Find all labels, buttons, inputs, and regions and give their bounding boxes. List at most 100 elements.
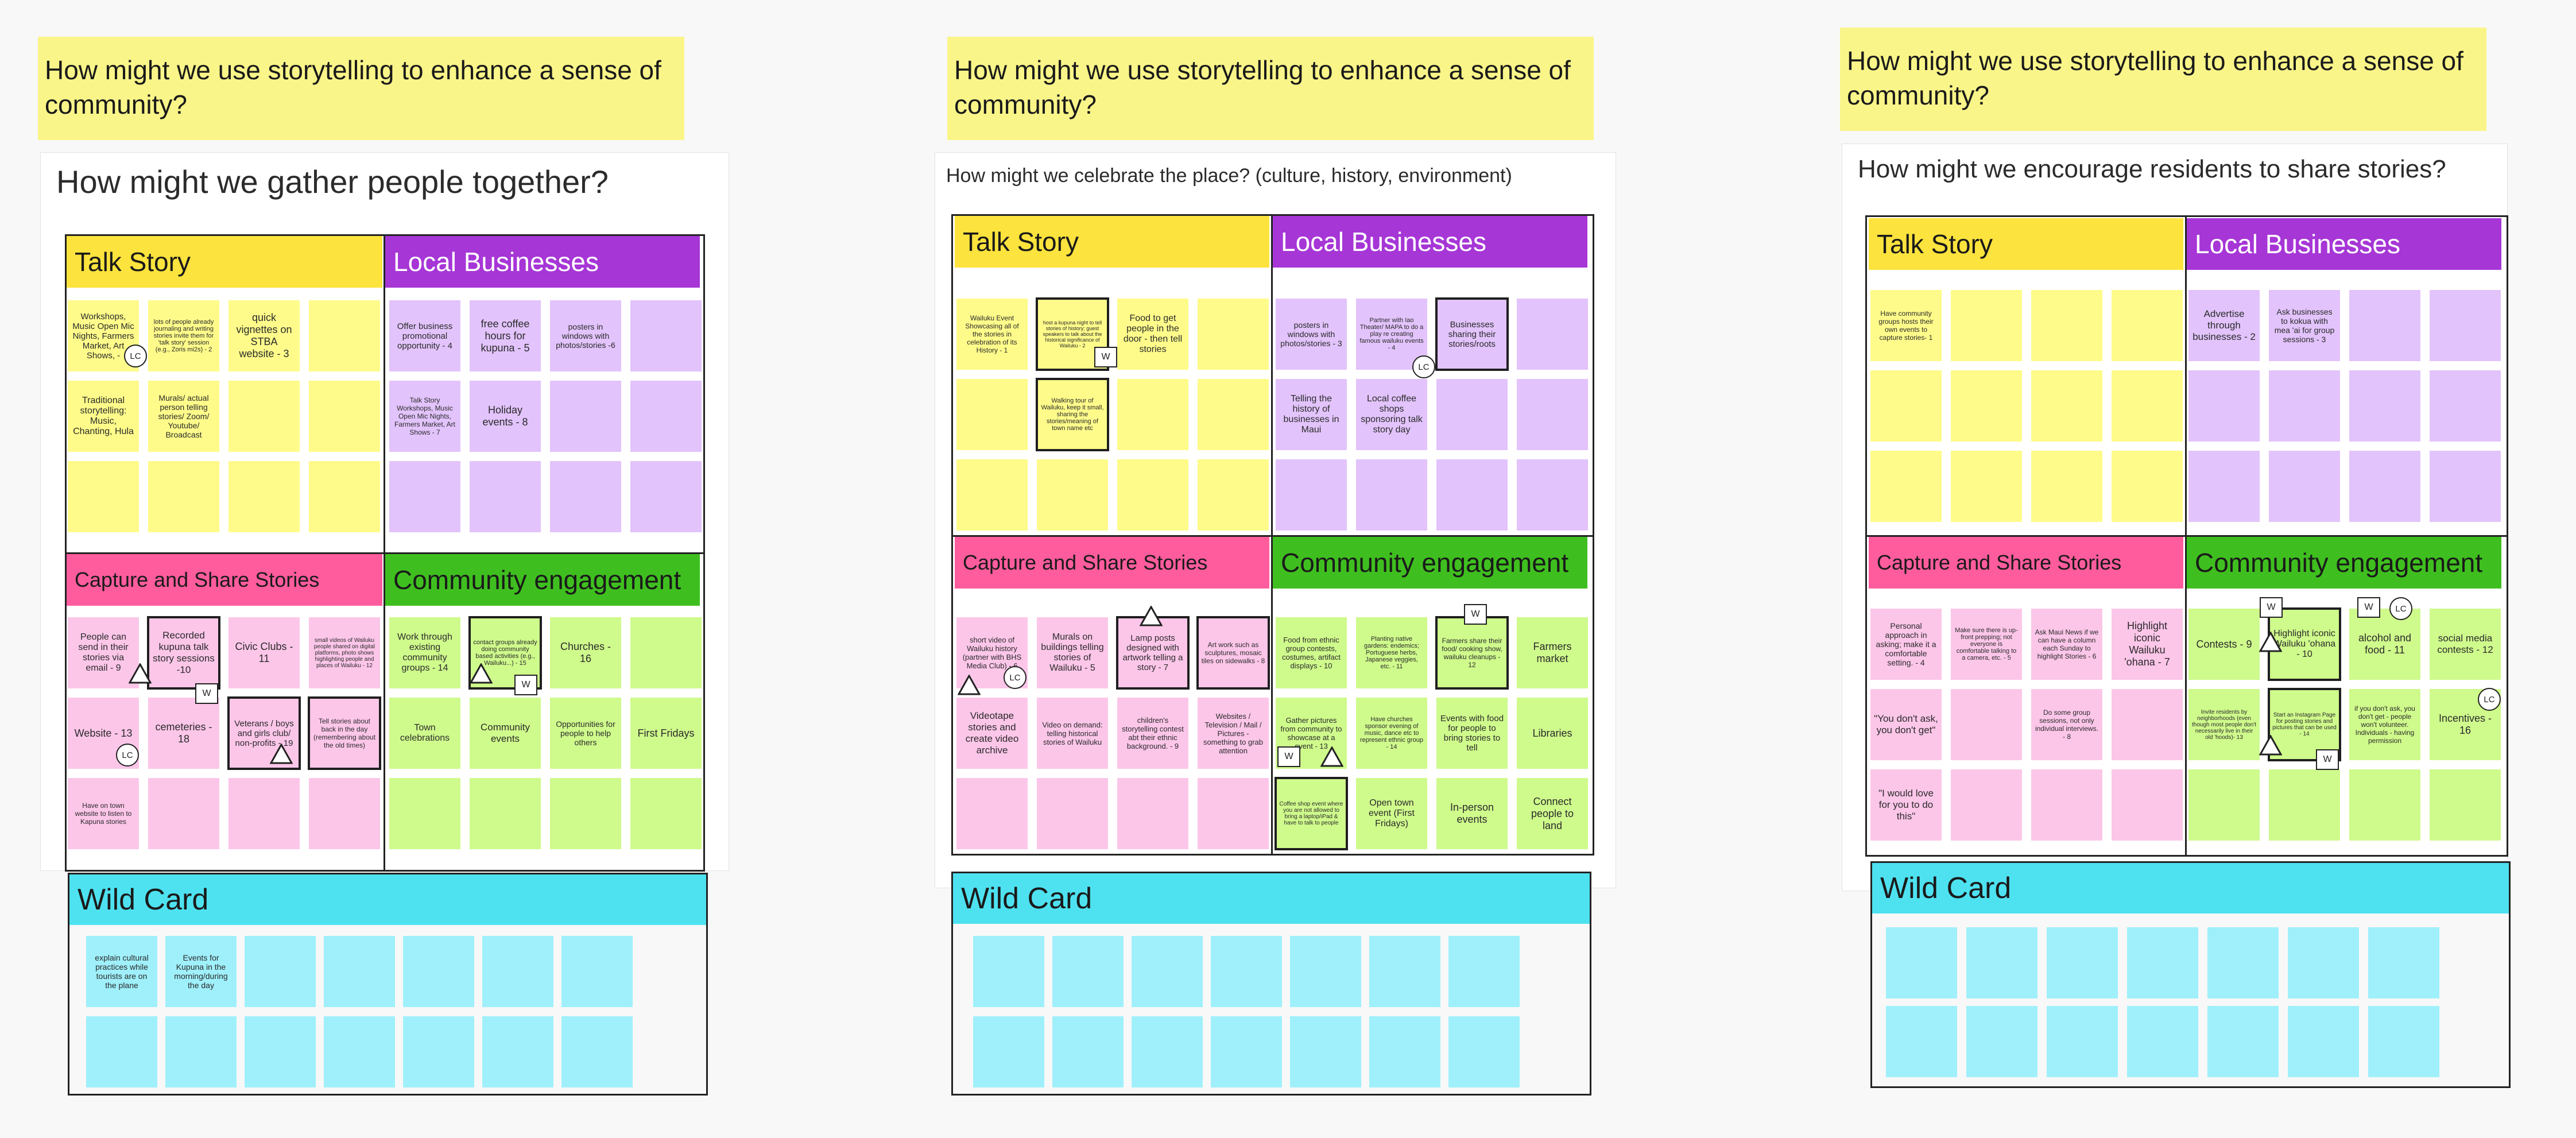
sticky-note[interactable] (630, 778, 702, 849)
sticky-note[interactable] (470, 778, 541, 849)
sticky-note[interactable] (1037, 459, 1108, 531)
sticky-note[interactable] (309, 461, 380, 532)
sticky-note[interactable] (550, 778, 621, 849)
sticky-note[interactable]: Have community groups hosts their own ev… (1870, 290, 1942, 361)
lc-vote-marker[interactable]: LC (2389, 597, 2412, 620)
sticky-note[interactable] (1356, 459, 1427, 531)
w-vote-marker[interactable]: W (1464, 604, 1487, 625)
sticky-note[interactable] (550, 461, 621, 532)
sticky-note[interactable] (2288, 1006, 2359, 1077)
sticky-note[interactable] (2112, 370, 2183, 442)
sticky-note[interactable]: Wailuku Event Showcasing all of the stor… (956, 299, 1028, 370)
sticky-note[interactable]: First Fridays (630, 698, 702, 769)
sticky-note[interactable]: Ask Maui News if we can have a column ea… (2031, 609, 2102, 680)
sticky-note[interactable] (550, 381, 621, 452)
sticky-note[interactable] (1198, 299, 1269, 370)
triangle-vote-marker[interactable] (1320, 746, 1343, 767)
sticky-note[interactable] (1870, 370, 1942, 442)
sticky-note[interactable]: Churches - 16 (550, 617, 621, 688)
hmw-sticky[interactable]: How might we use storytelling to enhance… (38, 37, 684, 140)
sticky-note[interactable] (2430, 451, 2501, 522)
sticky-note[interactable] (1966, 1006, 2037, 1077)
sticky-note[interactable]: Start an Instagram Page for posting stor… (2268, 688, 2341, 761)
triangle-vote-marker[interactable] (1140, 606, 1163, 626)
sticky-note[interactable] (2188, 451, 2260, 522)
sticky-note[interactable] (1436, 459, 1508, 531)
sticky-note[interactable] (973, 1016, 1044, 1087)
sticky-note[interactable]: "I would love for you to do this" (1870, 769, 1942, 841)
sticky-note[interactable]: People can send in their stories via ema… (68, 617, 139, 688)
sticky-note[interactable] (2269, 370, 2340, 442)
sticky-note[interactable] (403, 1016, 474, 1087)
sticky-note[interactable] (1870, 451, 1942, 522)
sticky-note[interactable] (1436, 379, 1508, 450)
sticky-note[interactable] (2430, 769, 2501, 841)
lc-vote-marker[interactable]: LC (124, 345, 147, 367)
sticky-note[interactable]: Make sure there is up-front prepping; no… (1951, 609, 2022, 680)
hmw-sticky[interactable]: How might we use storytelling to enhance… (947, 37, 1594, 140)
sticky-note[interactable] (1117, 379, 1188, 450)
sticky-note[interactable]: "You don't ask, you don't get" (1870, 689, 1942, 760)
sticky-note[interactable] (2269, 451, 2340, 522)
sticky-note[interactable] (309, 778, 380, 849)
sticky-note[interactable] (1951, 370, 2022, 442)
sticky-note[interactable] (470, 461, 541, 532)
sticky-note[interactable] (2188, 370, 2260, 442)
sticky-note[interactable]: Food to get people in the door - then te… (1117, 299, 1188, 370)
sticky-note[interactable] (324, 936, 395, 1007)
sticky-note[interactable] (630, 461, 702, 532)
sticky-note[interactable] (1117, 778, 1188, 849)
sticky-note[interactable]: Events with food for people to bring sto… (1436, 698, 1508, 769)
sticky-note[interactable] (1276, 459, 1347, 531)
lc-vote-marker[interactable]: LC (116, 744, 139, 767)
sticky-note[interactable] (228, 461, 300, 532)
sticky-note[interactable] (1951, 290, 2022, 361)
lc-vote-marker[interactable]: LC (1412, 355, 1435, 378)
sticky-note[interactable] (1886, 1006, 1957, 1077)
sticky-note[interactable] (482, 1016, 553, 1087)
sticky-note[interactable] (389, 461, 460, 532)
sticky-note[interactable]: Advertise through businesses - 2 (2188, 290, 2260, 361)
sticky-note[interactable]: Work through existing community groups -… (389, 617, 460, 688)
sticky-note[interactable] (2112, 769, 2183, 841)
sticky-note[interactable] (148, 778, 219, 849)
sticky-note[interactable] (2112, 689, 2183, 760)
sticky-note[interactable] (2031, 451, 2102, 522)
sticky-note[interactable] (973, 936, 1044, 1007)
sticky-note[interactable]: Videotape stories and create video archi… (956, 698, 1028, 769)
sticky-note[interactable] (245, 936, 316, 1007)
sticky-note[interactable] (1198, 459, 1269, 531)
sticky-note[interactable]: Coffee shop event where you are not allo… (1275, 777, 1348, 850)
sticky-note[interactable]: cemeteries - 18 (148, 698, 219, 769)
sticky-note[interactable] (1966, 927, 2037, 998)
sticky-note[interactable] (956, 459, 1028, 531)
sticky-note[interactable] (2288, 927, 2359, 998)
sticky-note[interactable]: Murals on buildings telling stories of W… (1037, 617, 1108, 688)
triangle-vote-marker[interactable] (2259, 735, 2282, 756)
sticky-note[interactable] (1117, 459, 1188, 531)
w-vote-marker[interactable]: W (514, 675, 537, 695)
sticky-note[interactable] (2031, 290, 2102, 361)
sticky-note[interactable] (2269, 769, 2340, 841)
sticky-note[interactable] (1517, 459, 1588, 531)
sticky-note[interactable] (1517, 379, 1588, 450)
sticky-note[interactable]: Invite residents by neighborhoods (even … (2188, 689, 2260, 760)
sticky-note[interactable]: Libraries (1517, 698, 1588, 769)
sticky-note[interactable]: small videos of Wailuku people shared on… (309, 617, 380, 688)
sticky-note[interactable] (561, 936, 633, 1007)
sticky-note[interactable] (403, 936, 474, 1007)
sticky-note[interactable] (2031, 769, 2102, 841)
sticky-note[interactable]: Events for Kupuna in the morning/during … (165, 936, 237, 1007)
sticky-note[interactable] (2188, 769, 2260, 841)
sticky-note[interactable] (1037, 778, 1108, 849)
sticky-note[interactable]: Have churches sponsor evening of music, … (1356, 698, 1427, 769)
sticky-note[interactable]: alcohol and food - 11 (2349, 609, 2420, 680)
sticky-note[interactable]: posters in windows with photos/stories -… (1276, 299, 1347, 370)
sticky-note[interactable] (245, 1016, 316, 1087)
sticky-note[interactable]: Food from ethnic group contests, costume… (1276, 617, 1347, 688)
sticky-note[interactable]: Local coffee shops sponsoring talk story… (1356, 379, 1427, 450)
sticky-note[interactable]: Offer business promotional opportunity -… (389, 300, 460, 371)
sticky-note[interactable] (1211, 1016, 1282, 1087)
sticky-note[interactable]: lots of people already journaling and wr… (148, 300, 219, 371)
triangle-vote-marker[interactable] (2259, 632, 2282, 652)
